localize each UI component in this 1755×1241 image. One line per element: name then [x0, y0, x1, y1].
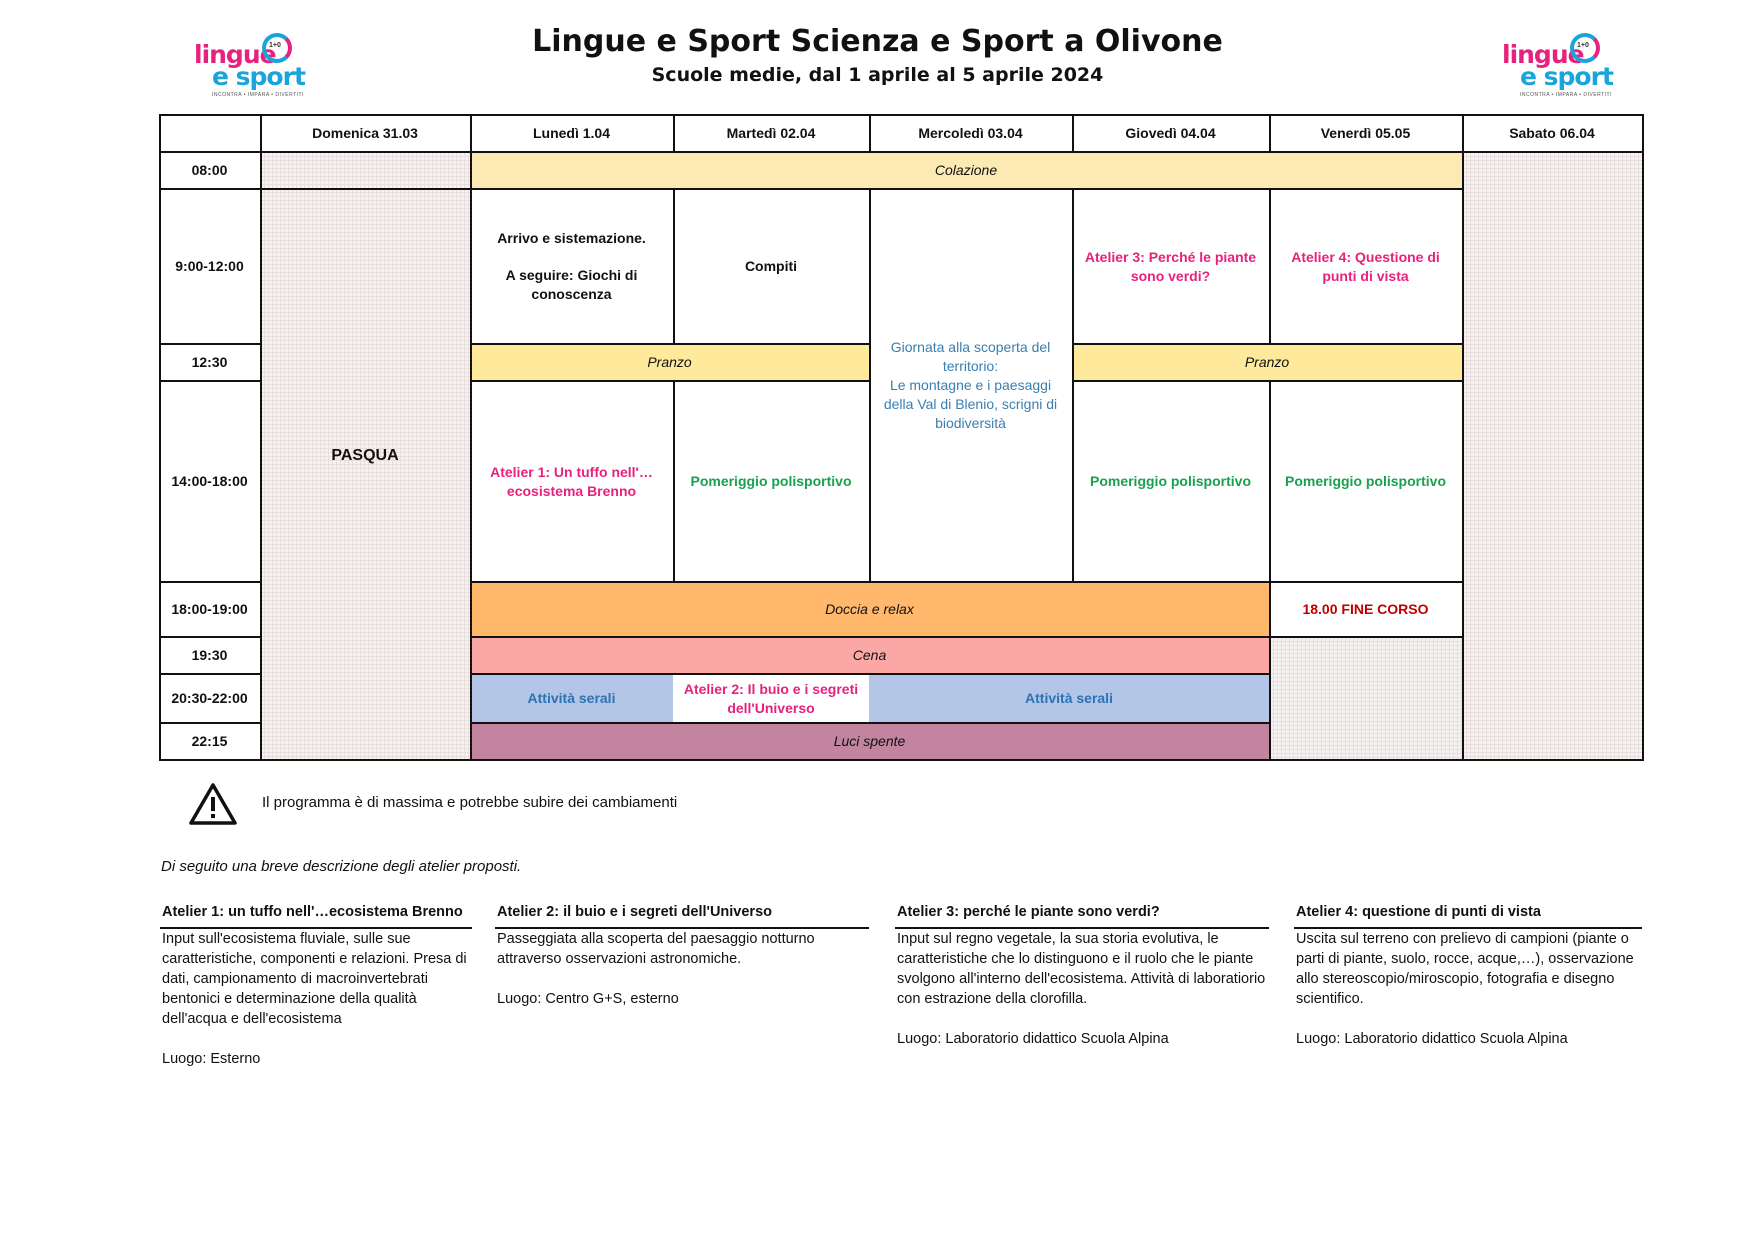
logo-tagline: INCONTRA • IMPARA • DIVERTITI	[1520, 92, 1612, 98]
pranzo-cell: Pranzo	[1072, 344, 1462, 381]
venerdi-evening-empty-cell	[1269, 637, 1462, 760]
grid-line	[159, 114, 161, 761]
logo-word-esport: e sport	[212, 62, 306, 91]
grid-line	[159, 722, 261, 724]
atelier-description: Passeggiata alla scoperta del paesaggio …	[497, 931, 815, 1007]
atelier-description: Input sull'ecosistema fluviale, sulle su…	[162, 931, 467, 1067]
logo-ring-icon: 1+0	[1570, 33, 1600, 63]
doccia-cell: Doccia e relax	[470, 582, 1269, 637]
day-header: Sabato 06.04	[1509, 125, 1595, 142]
page-title: Lingue e Sport Scienza e Sport a Olivone	[532, 24, 1223, 59]
disclaimer-text: Il programma è di massima e potrebbe sub…	[262, 794, 678, 811]
atelier-title: Atelier 2: il buio e i segreti dell'Univ…	[497, 904, 772, 920]
logo-ring-icon: 1+0	[262, 33, 292, 63]
mercoledi-day-cell: Giornata alla scoperta del territorio: L…	[883, 339, 1058, 431]
logo-right: lingue e sport 1+0 INCONTRA • IMPARA • D…	[1494, 26, 1614, 106]
grid-line	[470, 722, 1270, 724]
grid-line	[1462, 114, 1464, 761]
grid-line	[159, 188, 471, 190]
grid-line	[470, 673, 1270, 675]
grid-line	[159, 114, 1643, 116]
grid-line	[159, 581, 261, 583]
logo-left: lingue e sport 1+0 INCONTRA • IMPARA • D…	[186, 26, 306, 106]
day-header: Domenica 31.03	[312, 125, 418, 142]
day-header: Martedì 02.04	[726, 125, 816, 142]
grid-line	[470, 343, 870, 345]
atelier-divider	[495, 927, 869, 929]
martedi-morning-cell: Compiti	[744, 258, 798, 275]
attivita-serali-cell: Attività serali	[470, 674, 673, 723]
time-label: 12:30	[191, 354, 228, 371]
grid-line	[1072, 114, 1074, 152]
grid-line	[159, 759, 1643, 761]
time-label: 18:00-19:00	[171, 601, 248, 618]
grid-line	[673, 381, 675, 582]
lunedi-morning-cell: Arrivo e sistemazione. A seguire: Giochi…	[470, 189, 673, 344]
fine-corso-cell: 18.00 FINE CORSO	[1302, 601, 1429, 618]
lunedi-morning-line1: Arrivo e sistemazione.	[497, 230, 646, 247]
grid-line	[159, 151, 1643, 153]
grid-line	[673, 114, 675, 152]
atelier-title: Atelier 3: perché le piante sono verdi?	[897, 904, 1160, 920]
grid-line	[1072, 380, 1462, 382]
martedi-evening-cell: Atelier 2: Il buio e i segreti dell'Univ…	[683, 680, 859, 716]
cena-cell: Cena	[470, 637, 1269, 674]
grid-line	[470, 380, 870, 382]
atelier-description: Input sul regno vegetale, la sua storia …	[897, 931, 1266, 1047]
grid-line	[673, 189, 675, 344]
grid-line	[1072, 343, 1462, 345]
time-label: 19:30	[191, 647, 228, 664]
logo-tagline: INCONTRA • IMPARA • DIVERTITI	[212, 92, 304, 98]
atelier-description: Uscita sul terreno con prelievo di campi…	[1296, 931, 1634, 1047]
sabato-empty-cell	[1462, 152, 1642, 760]
pranzo-cell: Pranzo	[470, 344, 869, 381]
venerdi-afternoon-cell: Pomeriggio polisportivo	[1284, 473, 1446, 490]
atelier-divider	[1294, 927, 1642, 929]
atelier-divider	[160, 927, 472, 929]
atelier-divider	[895, 927, 1269, 929]
giovedi-morning-cell: Atelier 3: Perché le piante sono verdi?	[1084, 248, 1257, 284]
martedi-afternoon-cell: Pomeriggio polisportivo	[690, 473, 852, 490]
venerdi-morning-cell: Atelier 4: Questione di punti di vista	[1291, 248, 1440, 284]
grid-line	[470, 188, 1462, 190]
day-header: Giovedì 04.04	[1125, 125, 1216, 142]
time-label: 08:00	[191, 162, 228, 179]
grid-line	[1642, 114, 1644, 761]
luci-spente-cell: Luci spente	[470, 723, 1269, 760]
grid-line	[159, 343, 261, 345]
grid-line	[159, 380, 261, 382]
attivita-serali-cell: Attività serali	[869, 674, 1269, 723]
time-label: 14:00-18:00	[171, 473, 248, 490]
grid-line	[1269, 114, 1271, 152]
day-header: Lunedì 1.04	[532, 125, 611, 141]
page-subtitle: Scuole medie, dal 1 aprile al 5 aprile 2…	[651, 64, 1104, 86]
colazione-cell: Colazione	[470, 152, 1462, 189]
grid-line	[1269, 189, 1271, 344]
grid-line	[869, 114, 871, 152]
pasqua-cell: PASQUA	[260, 152, 470, 760]
lunedi-afternoon-cell: Atelier 1: Un tuffo nell'…ecosistema Bre…	[490, 463, 653, 499]
day-header: Venerdì 05.05	[1320, 125, 1411, 141]
grid-line	[1072, 189, 1074, 582]
atelier-title: Atelier 4: questione di punti di vista	[1296, 904, 1541, 920]
lunedi-morning-line2: A seguire: Giochi di conoscenza	[505, 267, 638, 302]
grid-line	[470, 114, 472, 761]
day-header: Mercoledì 03.04	[918, 125, 1023, 141]
logo-word-esport: e sport	[1520, 62, 1614, 91]
grid-line	[470, 581, 1462, 583]
giovedi-afternoon-cell: Pomeriggio polisportivo	[1089, 473, 1251, 490]
time-label: 22:15	[191, 733, 228, 750]
grid-line	[470, 636, 1462, 638]
warning-icon	[189, 783, 237, 825]
time-label: 9:00-12:00	[175, 258, 244, 275]
time-label: 20:30-22:00	[171, 690, 248, 707]
grid-line	[159, 673, 261, 675]
grid-line	[869, 189, 871, 582]
grid-line	[159, 636, 261, 638]
grid-line	[260, 114, 262, 761]
atelier-intro: Di seguito una breve descrizione degli a…	[161, 858, 522, 875]
grid-line	[1269, 381, 1271, 761]
atelier-title: Atelier 1: un tuffo nell'…ecosistema Bre…	[162, 904, 463, 920]
